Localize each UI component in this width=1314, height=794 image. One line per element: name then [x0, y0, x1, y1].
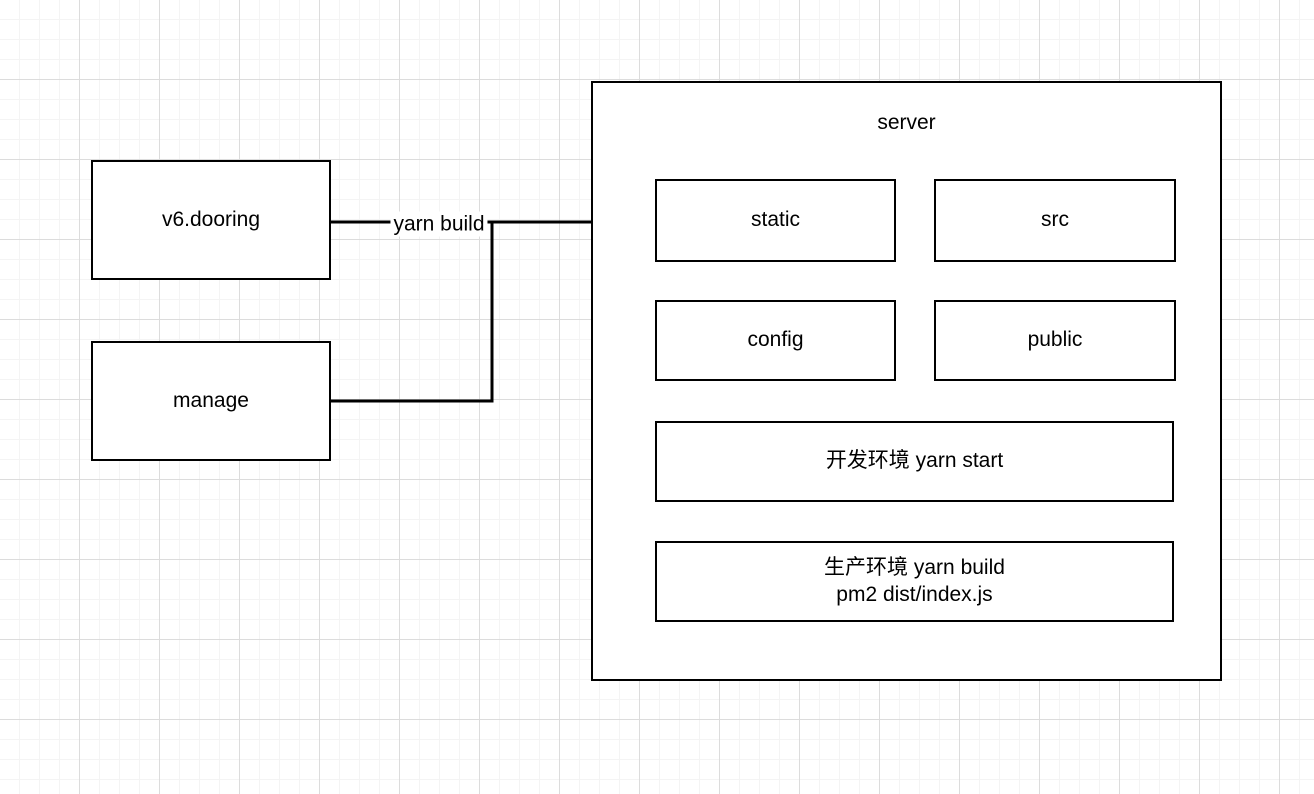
- node-dev-env[interactable]: 开发环境 yarn start: [655, 421, 1174, 502]
- node-public[interactable]: public: [934, 300, 1176, 381]
- edge-label-yarn-build: yarn build: [390, 211, 488, 237]
- node-static[interactable]: static: [655, 179, 896, 262]
- container-server-title: server: [877, 111, 936, 134]
- node-config[interactable]: config: [655, 300, 896, 381]
- edge-manage-to-static: [331, 222, 494, 403]
- node-manage[interactable]: manage: [91, 341, 331, 461]
- node-v6-dooring-label: v6.dooring: [161, 207, 261, 231]
- node-manage-label: manage: [173, 388, 249, 412]
- node-dev-env-label: 开发环境 yarn start: [825, 449, 1004, 473]
- node-src[interactable]: src: [934, 179, 1176, 262]
- node-public-label: public: [1027, 328, 1083, 352]
- node-static-label: static: [750, 208, 800, 232]
- node-v6-dooring[interactable]: v6.dooring: [91, 160, 331, 280]
- node-config-label: config: [747, 328, 804, 352]
- node-prod-env-label: 生产环境 yarn build pm2 dist/index.js: [824, 555, 1005, 606]
- node-prod-env[interactable]: 生产环境 yarn build pm2 dist/index.js: [655, 541, 1174, 622]
- node-src-label: src: [1041, 208, 1069, 232]
